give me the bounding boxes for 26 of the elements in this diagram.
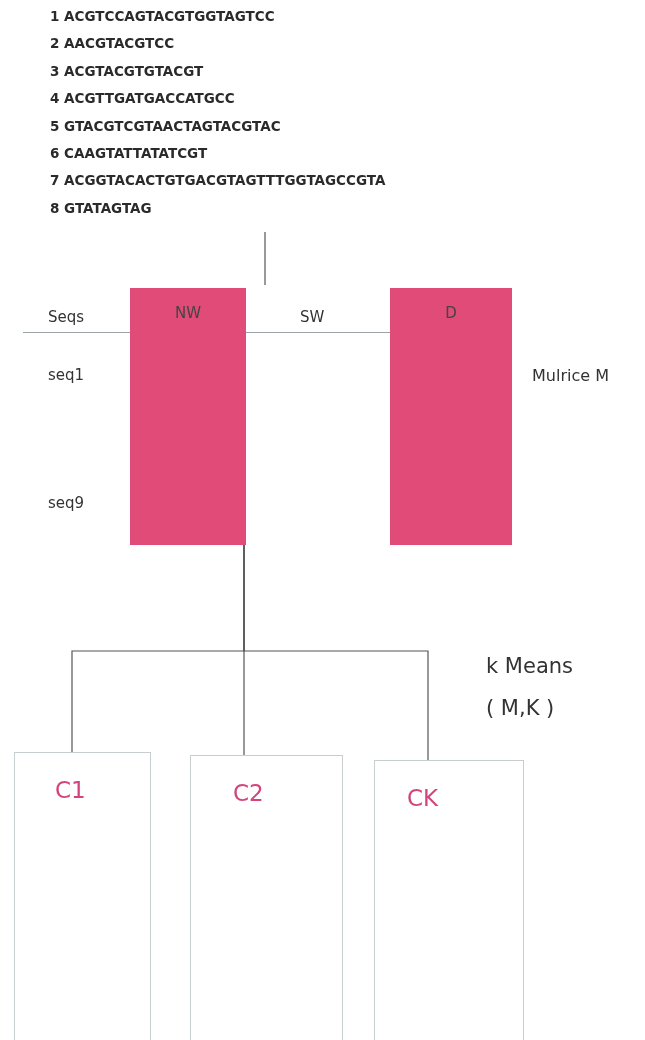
sequence-line: 2 AACGTACGTCC (50, 35, 175, 52)
cluster-box (374, 760, 524, 1040)
sequence-line: 8 GTATAGTAG (50, 199, 152, 216)
row-label: seq1 (48, 366, 85, 384)
row-label: seq9 (48, 494, 85, 512)
algorithm-label: k Means (486, 654, 573, 678)
matrix-caption: Mulrice M (532, 366, 609, 385)
cluster-label: C2 (233, 780, 264, 806)
sequence-line: 6 CAAGTATTATATCGT (50, 145, 208, 161)
cluster-box (14, 752, 151, 1040)
column-header: NW (173, 304, 203, 322)
sequence-line: 4 ACGTTGATGACCATGCC (50, 90, 235, 107)
cluster-label: CK (407, 785, 439, 811)
cluster-box (190, 755, 343, 1040)
connector-line (243, 544, 429, 761)
algorithm-label: ( M,K ) (486, 696, 555, 720)
connector-line (264, 231, 266, 286)
matrix-column (390, 288, 512, 545)
sequence-line: 1 ACGTCCAGTACGTGGTAGTCC (50, 8, 275, 24)
cluster-label: C1 (55, 777, 86, 803)
sequence-line: 3 ACGTACGTGTACGT (50, 62, 204, 79)
column-header: D (444, 304, 458, 322)
sequence-line: 5 GTACGTCGTAACTAGTACGTAC (50, 117, 281, 134)
column-header: SW (300, 308, 325, 326)
matrix-column (130, 288, 246, 545)
sequence-line: 7 ACGGTACACTGTGACGTAGTTTGGTAGCCGTA (50, 172, 386, 189)
